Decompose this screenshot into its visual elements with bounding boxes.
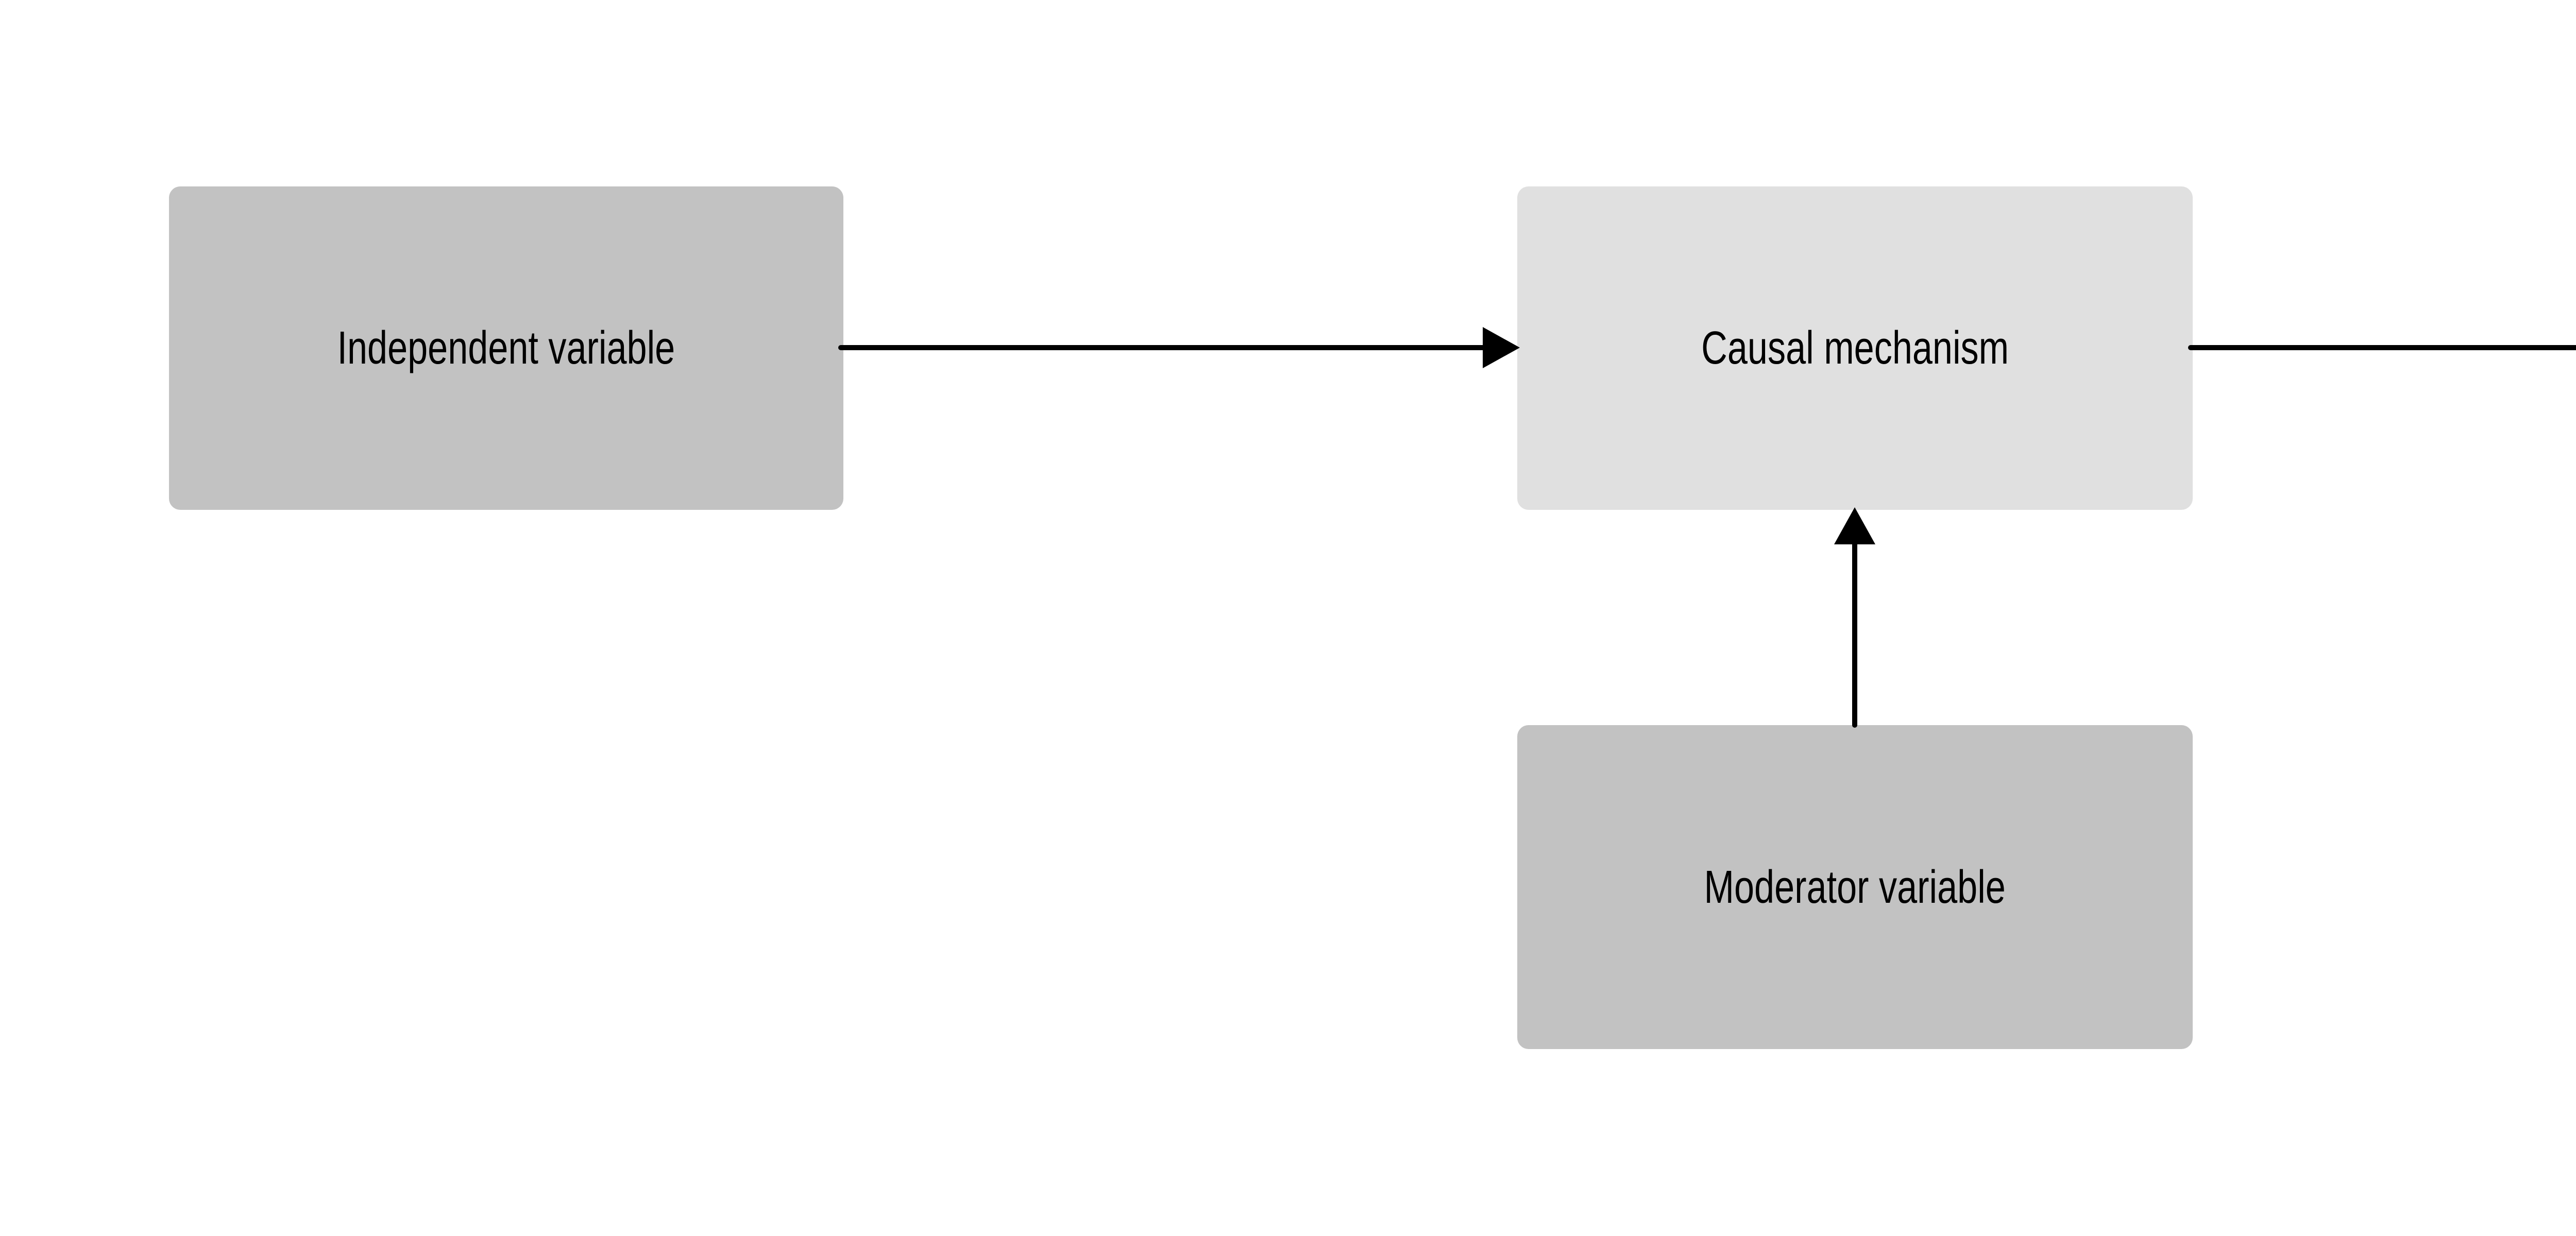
edge-independent-to-causal-arrowhead [1483, 327, 1520, 368]
node-causal-mechanism[interactable]: Causal mechanism [1517, 186, 2193, 510]
edge-moderator-to-causal-arrowhead [1834, 507, 1875, 544]
node-moderator-variable[interactable]: Moderator variable [1517, 725, 2193, 1049]
edge-independent-to-causal[interactable] [838, 327, 1520, 368]
edge-causal-to-dependent[interactable] [2188, 327, 2576, 368]
node-causal-mechanism-label: Causal mechanism [1701, 322, 2009, 374]
node-moderator-variable-label: Moderator variable [1704, 861, 2006, 913]
node-independent-variable[interactable]: Independent variable [169, 186, 843, 510]
edge-moderator-to-causal[interactable] [1834, 507, 1875, 728]
node-independent-variable-label: Independent variable [337, 322, 675, 374]
